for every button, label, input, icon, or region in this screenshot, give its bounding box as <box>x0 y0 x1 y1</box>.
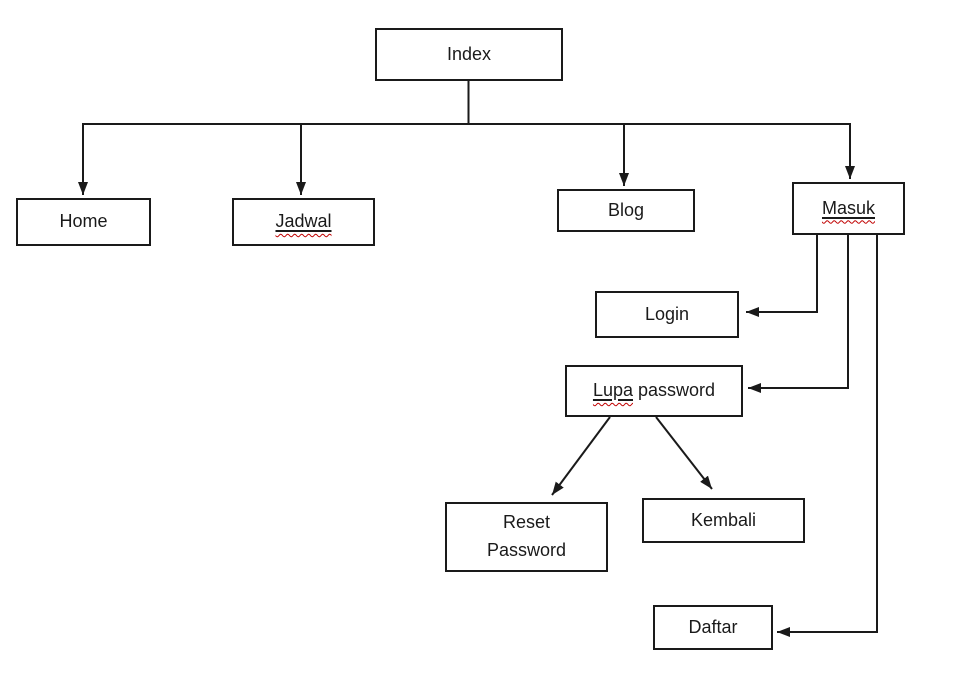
node-daftar: Daftar <box>653 605 773 650</box>
marked-text: Masuk <box>822 198 875 218</box>
node-daftar-label: Daftar <box>688 614 737 642</box>
edge-masuk-login <box>746 235 818 317</box>
node-index-label: Index <box>447 41 491 69</box>
node-jadwal-label: Jadwal <box>275 208 331 236</box>
rest-text: Blog <box>607 199 645 220</box>
node-index: Index <box>375 28 563 81</box>
node-lupa-password-label: Lupa password <box>593 377 715 405</box>
node-home-label: Home <box>59 208 107 236</box>
squiggle-text: Jadwal <box>275 211 332 232</box>
node-login-label: Login <box>645 301 689 329</box>
edge-lupa-reset <box>551 416 611 496</box>
rest-text: password <box>633 380 716 401</box>
rest-text: Login <box>644 303 690 324</box>
node-kembali-label: Kembali <box>691 507 756 535</box>
rest-text: Index <box>446 43 492 64</box>
node-blog-label: Blog <box>608 197 644 225</box>
rest-text: Reset Password <box>486 512 567 560</box>
node-home: Home <box>16 198 151 246</box>
node-masuk-label: Masuk <box>822 195 875 223</box>
node-login: Login <box>595 291 739 338</box>
marked-text: Jadwal <box>275 211 331 231</box>
rest-text: Kembali <box>690 509 757 530</box>
edge-masuk-lupa <box>748 235 849 393</box>
marked-text: Lupa <box>593 380 633 400</box>
squiggle-text: Masuk <box>821 197 875 218</box>
squiggle-text: Lupa <box>592 380 633 401</box>
node-lupa-password: Lupa password <box>565 365 743 417</box>
rest-text: Daftar <box>688 616 738 637</box>
edge-lupa-kembali <box>655 416 713 490</box>
rest-text: Home <box>59 211 108 232</box>
node-reset-password: Reset Password <box>445 502 608 572</box>
node-masuk: Masuk <box>792 182 905 235</box>
node-reset-password-label: Reset Password <box>487 509 566 565</box>
node-jadwal: Jadwal <box>232 198 375 246</box>
edge-masuk-daftar <box>777 235 878 637</box>
node-blog: Blog <box>557 189 695 232</box>
node-kembali: Kembali <box>642 498 805 543</box>
